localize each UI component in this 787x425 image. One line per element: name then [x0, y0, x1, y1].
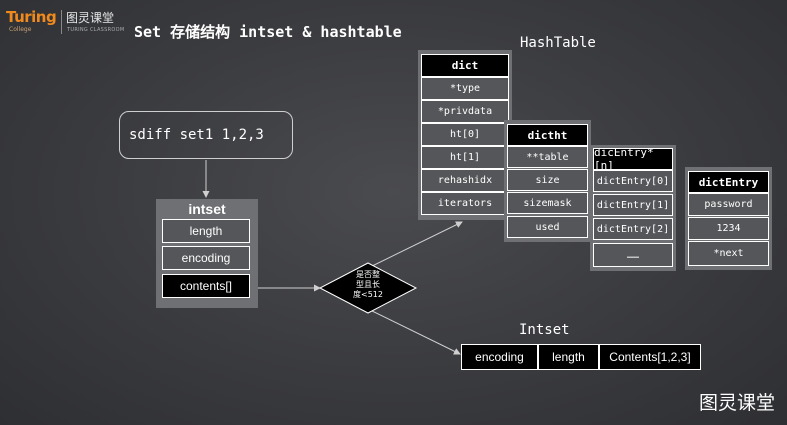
dictentry-key: password: [688, 193, 769, 216]
arrow-decision-to-hashtable: [367, 221, 463, 269]
logo-divider: [61, 10, 62, 34]
logo-cn: 图灵课堂: [66, 11, 115, 25]
decision-line-1: 是否整: [356, 270, 380, 279]
dict-privdata: *privdata: [421, 100, 509, 123]
dict-iterators: iterators: [421, 192, 509, 215]
dict-title: dict: [421, 54, 509, 77]
decision-diamond: [318, 262, 418, 314]
intset-result-label: Intset: [519, 322, 570, 338]
command-text: sdiff set1 1,2,3: [129, 127, 264, 143]
logo-en: TURING CLASSROOM: [67, 27, 125, 33]
dict-rehashidx: rehashidx: [421, 169, 509, 192]
dict-type: *type: [421, 77, 509, 100]
dictht-title: dictht: [507, 124, 588, 146]
dictht-table: **table: [507, 146, 588, 168]
logo-brand: Turing: [6, 8, 57, 26]
dictht-sizemask: sizemask: [507, 192, 588, 214]
page-title: Set 存储结构 intset & hashtable: [134, 23, 402, 41]
intset-title: intset: [188, 201, 226, 217]
decision-text: 是否整 型且长 度<512: [330, 270, 406, 300]
dictentry-value: 1234: [688, 217, 769, 240]
intset-contents: contents[]: [162, 274, 250, 298]
dicentry-array-title: dicEntry*[n]: [593, 146, 673, 172]
command-box: sdiff set1 1,2,3: [119, 111, 293, 159]
dictht-size: size: [507, 169, 588, 191]
intset-struct: intset length encoding contents[]: [156, 199, 258, 308]
arrow-decision-to-intset: [367, 308, 461, 355]
intset-result-row: encoding length Contents[1,2,3]: [461, 344, 701, 370]
intset-result-length: length: [538, 344, 599, 370]
intset-encoding: encoding: [162, 246, 250, 270]
dicentry-2: dictEntry[2]: [593, 218, 673, 240]
dicentry-ellipsis: ……: [593, 243, 673, 267]
dict-ht0: ht[0]: [421, 123, 509, 146]
watermark: 图灵课堂: [698, 392, 775, 414]
dictentry-next: *next: [688, 241, 769, 266]
logo-sub: College: [9, 26, 32, 33]
dict-ht1: ht[1]: [421, 146, 509, 169]
dictht-used: used: [507, 216, 588, 238]
decision-line-2: 型且长: [356, 280, 380, 289]
decision-line-3: 度<512: [353, 290, 383, 299]
logo: Turing College 图灵课堂 TURING CLASSROOM: [6, 6, 136, 40]
dicentry-0: dictEntry[0]: [593, 170, 673, 192]
intset-result-contents: Contents[1,2,3]: [599, 344, 701, 370]
intset-result-encoding: encoding: [461, 344, 538, 370]
hashtable-label: HashTable: [520, 35, 596, 51]
dictentry-title: dictEntry: [688, 171, 769, 193]
intset-length: length: [162, 219, 250, 243]
dicentry-1: dictEntry[1]: [593, 194, 673, 216]
